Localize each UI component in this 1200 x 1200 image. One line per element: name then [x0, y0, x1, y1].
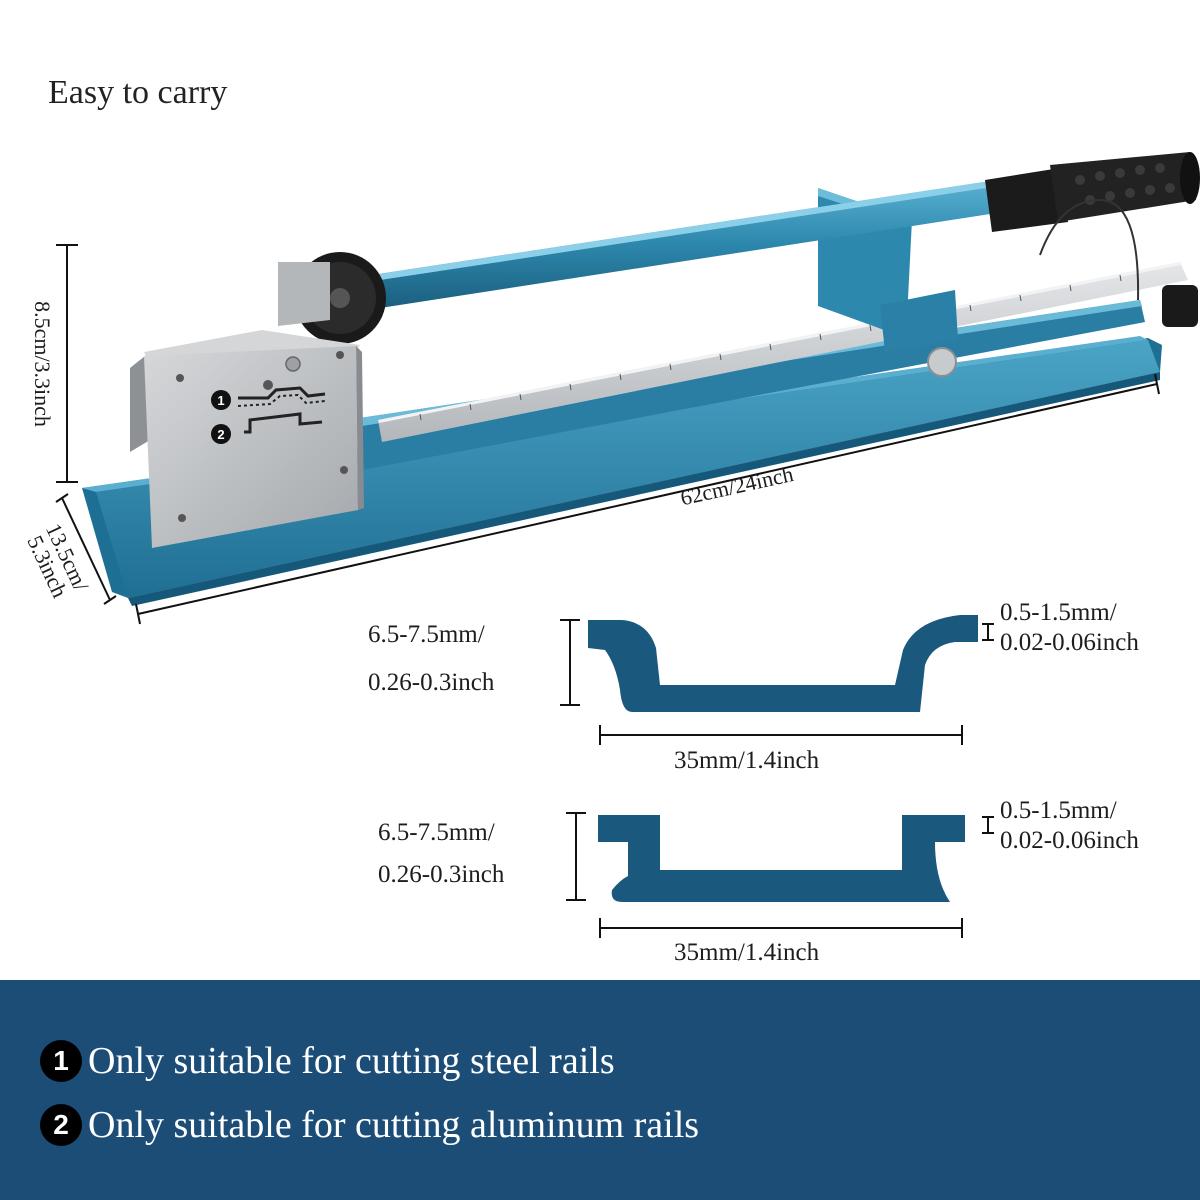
note-number-1: 1 — [40, 1040, 82, 1082]
steel-rail-profile — [588, 615, 978, 712]
footer-banner: 1 Only suitable for cutting steel rails … — [0, 980, 1200, 1200]
steel-height-label: 6.5-7.5mm/ 0.26-0.3inch — [368, 620, 494, 698]
note-text-2: Only suitable for cutting aluminum rails — [88, 1104, 700, 1146]
steel-profile-dimension-lines — [560, 619, 994, 745]
lever-handle — [372, 152, 1200, 308]
aluminum-height-line1: 6.5-7.5mm/ — [378, 819, 495, 846]
steel-thickness-label: 0.5-1.5mm/ 0.02-0.06inch — [1000, 598, 1139, 658]
aluminum-height-label: 6.5-7.5mm/ 0.26-0.3inch — [378, 818, 504, 890]
note-steel-rails: 1 Only suitable for cutting steel rails — [40, 1038, 615, 1084]
steel-height-line2: 0.26-0.3inch — [368, 669, 495, 696]
height-dimension-label: 8.5cm/3.3inch — [30, 301, 55, 427]
aluminum-thickness-line2: 0.02-0.06inch — [1000, 827, 1139, 854]
note-aluminum-rails: 2 Only suitable for cutting aluminum rai… — [40, 1102, 699, 1148]
note-number-2: 2 — [40, 1104, 82, 1146]
tool-dimension-lines — [55, 244, 1160, 625]
note-text-1: Only suitable for cutting steel rails — [88, 1040, 615, 1082]
pivot-wheel — [278, 252, 386, 344]
rubber-grip — [985, 152, 1200, 232]
die-marker-1: 1 — [217, 393, 224, 408]
aluminum-thickness-label: 0.5-1.5mm/ 0.02-0.06inch — [1000, 796, 1139, 856]
steel-thickness-line1: 0.5-1.5mm/ — [1000, 599, 1117, 626]
aluminum-width-label: 35mm/1.4inch — [674, 939, 820, 966]
rail-cutter-illustration: 1 2 — [55, 152, 1200, 938]
aluminum-thickness-line1: 0.5-1.5mm/ — [1000, 797, 1117, 824]
steel-width-label: 35mm/1.4inch — [674, 747, 820, 774]
die-marker-2: 2 — [217, 427, 224, 442]
headline: Easy to carry — [48, 74, 228, 111]
aluminum-height-line2: 0.26-0.3inch — [378, 861, 505, 888]
steel-thickness-line2: 0.02-0.06inch — [1000, 629, 1139, 656]
aluminum-rail-profile — [598, 815, 965, 902]
cutting-head: 1 2 — [130, 330, 364, 548]
measuring-ruler — [378, 262, 1188, 442]
aluminum-profile-dimension-lines — [566, 812, 994, 938]
steel-height-line1: 6.5-7.5mm/ — [368, 621, 485, 648]
